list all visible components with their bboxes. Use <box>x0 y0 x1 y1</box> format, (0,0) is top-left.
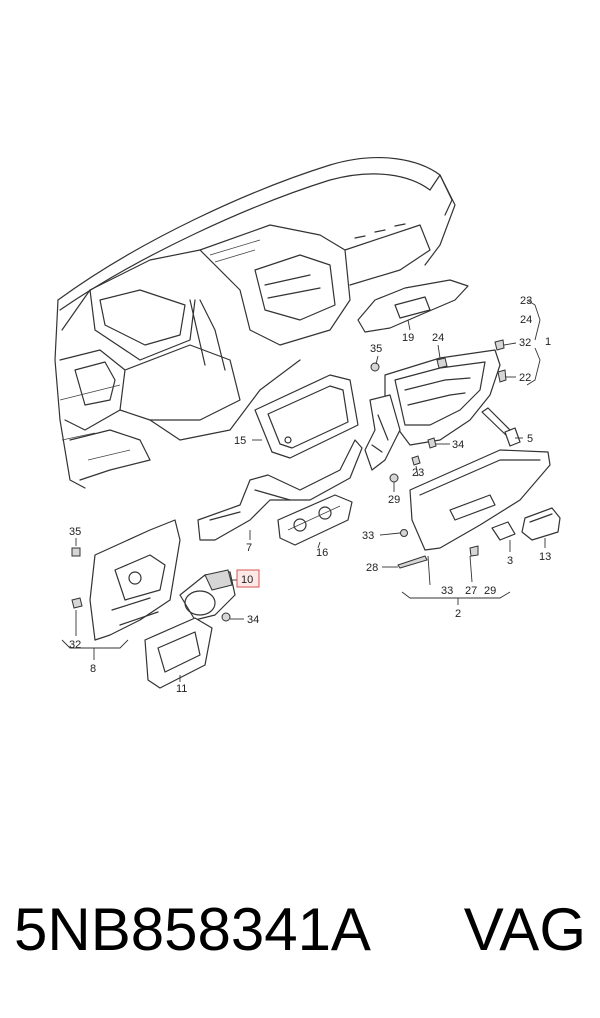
fasteners <box>71 339 507 622</box>
callout-2: 2 <box>455 608 461 620</box>
callout-19: 19 <box>402 332 414 344</box>
callout-28: 28 <box>366 562 378 574</box>
callout-7: 7 <box>246 542 252 554</box>
part-3-latch <box>491 521 516 541</box>
callout-10: 10 <box>241 574 253 586</box>
brand-label: VAG <box>463 896 586 963</box>
part-10-switch-module <box>179 569 236 621</box>
callout-22: 22 <box>519 372 531 384</box>
callout-35: 35 <box>370 343 382 355</box>
part-13-box <box>521 507 561 541</box>
callout-27: 27 <box>465 585 477 597</box>
callout-15: 15 <box>234 435 246 447</box>
callout-34b: 34 <box>247 614 259 626</box>
footer: 5NB858341A VAG <box>0 895 600 975</box>
part-number: 5NB858341A <box>14 896 371 963</box>
callout-1: 1 <box>545 336 551 348</box>
part-16-climate-panel <box>277 494 353 546</box>
callout-24b: 24 <box>432 332 444 344</box>
callout-29b: 29 <box>484 585 496 597</box>
callout-34: 34 <box>452 439 464 451</box>
part-1-glovebox-carrier <box>364 349 501 471</box>
callout-23: 23 <box>520 295 532 307</box>
callout-5: 5 <box>527 433 533 445</box>
callout-24: 24 <box>520 314 532 326</box>
callout-35b: 35 <box>69 526 81 538</box>
dashboard-carrier <box>54 156 456 489</box>
part-8-left-trim <box>89 519 181 641</box>
callout-10-highlight <box>236 569 260 588</box>
callout-33: 33 <box>362 530 374 542</box>
callout-32: 32 <box>519 337 531 349</box>
callout-11: 11 <box>176 683 187 695</box>
callout-23b: 23 <box>412 467 424 479</box>
callout-33b: 33 <box>441 585 453 597</box>
callout-labels: 23 24 1 32 22 19 24 35 34 5 15 23 29 7 1… <box>69 295 551 695</box>
part-15-display-frame <box>254 374 359 459</box>
callout-8: 8 <box>90 663 96 675</box>
callout-3: 3 <box>507 555 513 567</box>
part-5-damper <box>481 407 521 447</box>
callout-29: 29 <box>388 494 400 506</box>
part-2-glovebox <box>409 449 551 551</box>
leader-lines <box>61 299 546 682</box>
callout-16: 16 <box>316 547 328 559</box>
part-19-upper-trim <box>357 279 469 333</box>
callout-13: 13 <box>539 551 551 563</box>
part-11-storage-tray <box>144 617 213 689</box>
part-7-center-trim <box>197 439 363 541</box>
callout-32b: 32 <box>69 639 81 651</box>
